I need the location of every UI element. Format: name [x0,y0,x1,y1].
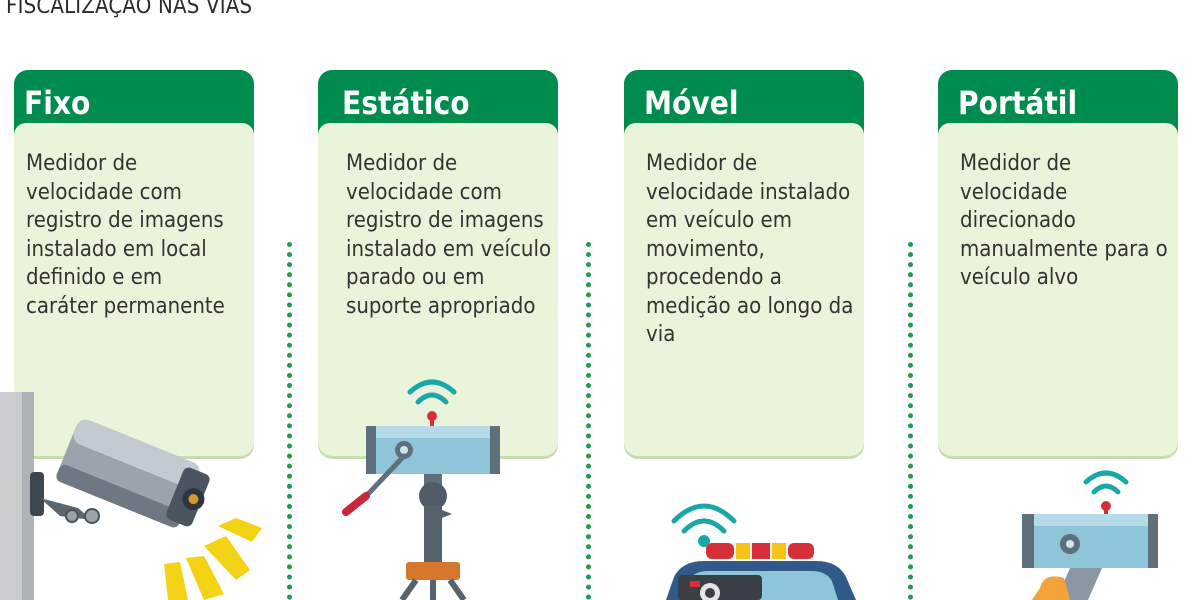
card-title: Móvel [644,84,739,122]
card-header: Móvel [624,70,864,135]
card-description: Medidor de velocidade instalado em veícu… [646,151,854,347]
card-description: Medidor de velocidade com registro de im… [26,151,225,319]
page-title: FISCALIZAÇÃO NAS VIAS [6,0,253,19]
card-estatico: Estático Medidor de velocidade com regis… [318,70,558,456]
card-movel: Móvel Medidor de velocidade instalado em… [624,70,864,456]
divider-2 [586,242,591,600]
card-title: Fixo [24,84,91,122]
divider-1 [287,242,292,600]
tripod-speed-camera-icon [342,379,500,600]
card-portatil: Portátil Medidor de velocidade direciona… [938,70,1178,456]
card-description: Medidor de velocidade com registro de im… [346,151,552,319]
card-header: Estático [318,70,558,135]
card-title: Portátil [958,84,1078,122]
card-header: Portátil [938,70,1178,135]
card-fixo: Fixo Medidor de velocidade com registro … [14,70,254,456]
divider-3 [908,242,913,600]
card-header: Fixo [14,70,254,135]
card-description: Medidor de velocidade direcionado manual… [960,151,1168,290]
card-title: Estático [342,84,470,122]
police-car-icon [666,503,856,600]
handheld-radar-gun-icon [1022,470,1158,600]
surveillance-camera-icon [0,392,262,600]
